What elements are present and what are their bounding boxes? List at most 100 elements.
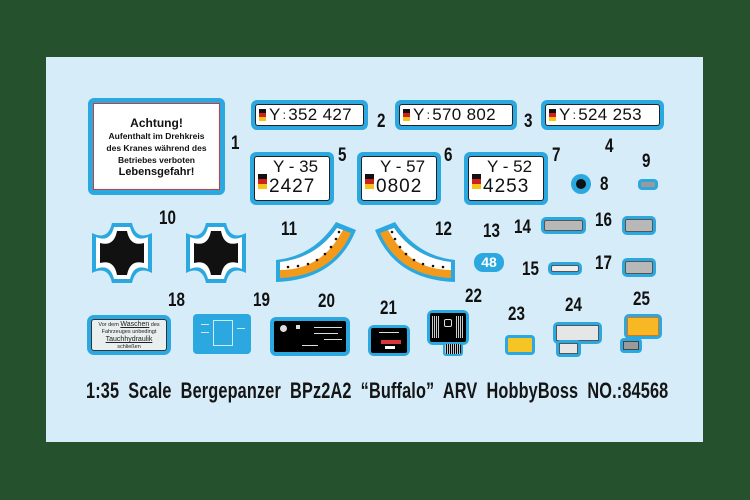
plate-top-value: 35 [299,157,319,176]
plate-separator: : [426,108,431,122]
small-placard-decal-22b [443,342,463,356]
german-flag-icon [549,109,556,121]
plate-fill [544,220,583,231]
decal-number-17: 17 [595,253,612,274]
barcode-right [456,316,464,338]
license-plate-decal-3: Y:570 802 [395,100,517,130]
placard-fill [274,321,346,352]
decal-number-23: 23 [508,304,525,325]
decal-number-4: 4 [605,136,614,157]
instruction-panel-decal-19 [193,314,251,354]
license-plate-decal-7: Y - 52 4253 [464,152,548,205]
wash-line-1: Vor dem Waschen des [92,321,166,329]
license-plate-decal-2: Y:352 427 [251,100,368,130]
decal-number-16: 16 [595,210,612,231]
decal-number-14: 14 [514,217,531,238]
placard-line [314,327,342,328]
wash-notice-decal: Vor dem Waschen des Fahrzeuges unbedingt… [87,315,171,355]
panel-line [201,324,209,325]
plate-separator: : [282,108,287,122]
decal-number-21: 21 [380,298,397,319]
decal-number-6: 6 [444,145,453,166]
decal-number-2: 2 [377,111,386,132]
decal-number-9: 9 [642,151,651,172]
placard-circle [280,325,287,332]
license-plate-decal-5: Y - 35 2427 [250,152,334,205]
data-placard-decal-22 [427,310,469,345]
decal-number-22: 22 [465,286,482,307]
plate-prefix: Y [380,157,392,176]
data-plate-decal-24 [553,322,602,344]
decal-number-15: 15 [522,259,539,280]
decal-number-18: 18 [168,290,185,311]
warning-line-3: Betriebes verboten [118,154,195,165]
barcode-left [432,316,440,338]
decal-number-19: 19 [253,290,270,311]
data-plate-decal-16 [622,216,656,235]
placard-line [314,333,338,334]
decal-number-12: 12 [435,219,452,240]
plate-value: 524 253 [578,105,642,124]
warning-line-2: des Kranes während des [106,142,207,153]
placard-fill [430,313,466,342]
german-flag-icon [258,174,267,189]
decal-number-25: 25 [633,289,650,310]
placard-line [324,339,342,340]
iron-cross-icon [92,223,152,283]
lock-icon [444,319,452,327]
decal-number-13: 13 [483,221,500,242]
wash-line-3: schließen [117,344,141,350]
wash-text: Vor dem [98,322,119,328]
wash-emphasis: Waschen [120,321,150,328]
iron-cross-icon [186,223,246,283]
plate-prefix: Y [413,105,425,124]
placard-fill [371,328,407,353]
plate-bottom-line: 2427 [269,176,316,197]
data-plate-decal-24b [556,340,581,357]
dot-icon [576,179,586,189]
data-plate-decal-14 [541,217,586,234]
decal-number-5: 5 [338,145,347,166]
tactical-number-decal: 48 [474,253,504,272]
wash-text: des [150,322,160,328]
plate-fill [623,341,639,350]
plate-top-line: Y - 35 [273,157,319,176]
label-fill [508,338,532,352]
german-flag-icon [472,174,481,189]
decal-number-1: 1 [231,133,240,154]
orange-label-decal-25 [624,314,662,339]
decal-number-3: 3 [524,111,533,132]
crane-angle-scale-icon-right [375,222,455,282]
plate-top-value: 52 [513,157,533,176]
plate-prefix: Y [559,105,571,124]
plate-fill [556,325,599,341]
small-plate-decal-25b [620,338,642,353]
data-plate-decal-15 [548,262,582,275]
sheet-title: 1:35 Scale Bergepanzer BPz2A2 “Buffalo” … [86,378,669,403]
panel-line [201,332,209,333]
plate-fill [551,265,579,272]
panel-frame [213,320,233,346]
decal-number-20: 20 [318,291,335,312]
plate-fill [625,219,653,232]
decal-number-8: 8 [600,174,609,195]
warning-sign-decal: Achtung! Aufenthalt im Drehkreis des Kra… [88,98,225,195]
round-decal-8 [571,174,591,194]
decal-number-11: 11 [281,219,298,240]
warning-footer: Lebensgefahr! [118,165,195,178]
plate-prefix: Y [269,105,281,124]
yellow-label-decal-23 [505,335,535,355]
plate-bottom-line: 0802 [376,176,423,197]
data-placard-decal-21 [368,325,410,356]
wash-emphasis-2: Tauchhydraulik [105,336,153,343]
data-placard-decal-20 [270,317,350,356]
plate-fill [559,343,578,354]
plate-bottom-line: 4253 [483,176,530,197]
warning-title: Achtung! [130,115,183,130]
plate-top-line: Y - 57 [380,157,426,176]
plate-fill [625,261,653,274]
german-flag-icon [403,109,410,121]
placard-line [379,332,399,333]
plate-prefix: Y [487,157,499,176]
plate-fill [641,182,655,187]
